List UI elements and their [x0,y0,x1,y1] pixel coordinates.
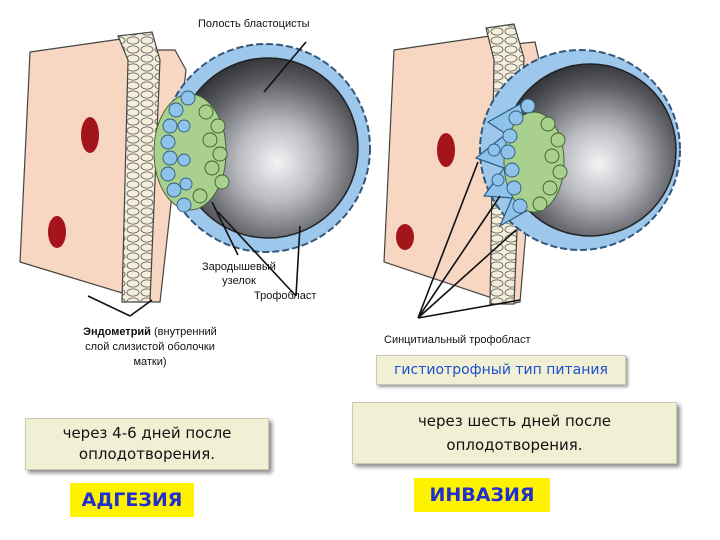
blood-vessel [81,117,99,153]
blood-vessel [48,216,66,248]
label-embryonic-node-line2: узелок [196,274,282,288]
label-endometrium-line1: Эндометрий (внутренний [50,325,250,340]
right-info-box: через шесть дней после оплодотворения. [352,402,677,464]
label-endometrium-bold: Эндометрий [83,326,151,338]
left-info-box: через 4-6 дней после оплодотворения. [25,418,269,470]
left-info-line1: через 4-6 дней после [26,423,268,444]
stage-label-invasion: ИНВАЗИЯ [414,478,550,512]
nutrition-type-text: гистиотрофный тип питания [377,356,625,384]
label-endometrium: Эндометрий (внутренний слой слизистой об… [50,325,250,370]
stage-label-adhesion: АДГЕЗИЯ [70,483,194,517]
label-endometrium-line3: матки) [50,355,250,370]
blood-vessel [396,224,414,250]
right-panel-drawing [384,24,680,318]
label-syncytiotrophoblast: Синцитиальный трофобласт [384,334,531,346]
right-info-line2: оплодотворения. [353,433,676,457]
right-info-line1: через шесть дней после [353,409,676,433]
label-blastocyst-cavity: Полость бластоцисты [198,18,310,30]
label-embryonic-node: Зародышевый узелок [196,260,282,288]
nutrition-type-box: гистиотрофный тип питания [376,355,626,385]
label-embryonic-node-line1: Зародышевый [196,260,282,274]
label-endometrium-rest: (внутренний [151,326,217,338]
left-info-line2: оплодотворения. [26,444,268,465]
blood-vessel [437,133,455,167]
label-trophoblast: Трофобласт [254,290,316,302]
label-endometrium-line2: слой слизистой оболочки [50,340,250,355]
left-panel-drawing [20,32,370,316]
